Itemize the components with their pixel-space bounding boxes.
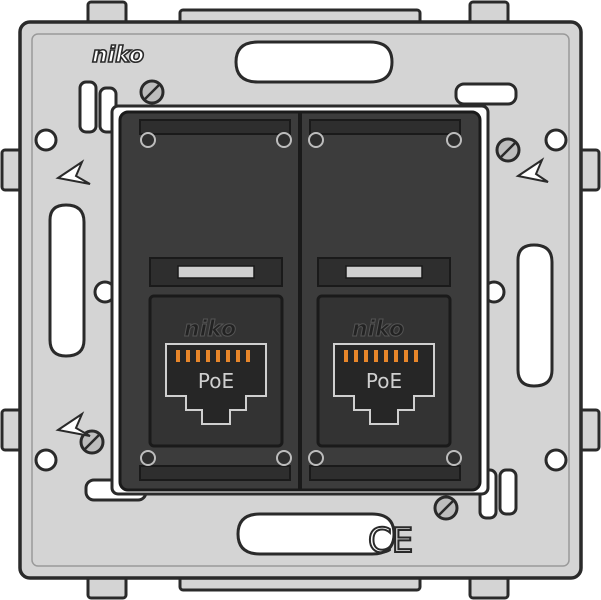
- rj45-contacts: [176, 350, 250, 362]
- screw-top-left: [139, 79, 165, 105]
- rj45-jack-opening: [333, 343, 435, 425]
- rj45-contacts: [344, 350, 418, 362]
- port-left: niko PoE: [148, 257, 284, 448]
- claw-spring: [498, 468, 518, 516]
- label-window: [345, 265, 423, 279]
- screw-bottom-right: [433, 495, 459, 521]
- ce-mark: CE: [368, 521, 413, 561]
- left-screw-slot: [48, 203, 86, 358]
- mounting-hole: [34, 128, 58, 152]
- screw-right: [495, 137, 521, 163]
- arrow-icon: [515, 157, 549, 183]
- frame-edge-line: [31, 33, 570, 567]
- mounting-hole: [544, 448, 568, 472]
- bottom-screw-slot: [236, 512, 396, 556]
- rj45-jack-opening: [165, 343, 267, 425]
- label-window: [177, 265, 255, 279]
- right-screw-slot: [516, 243, 554, 388]
- arrow-icon: [55, 411, 91, 437]
- port-right-poe-label: PoE: [366, 369, 402, 393]
- port-right-logo: niko: [352, 317, 404, 342]
- claw-spring: [78, 80, 98, 134]
- screw-left: [79, 429, 105, 455]
- top-screw-slot: [234, 40, 394, 84]
- claw-spring: [454, 82, 518, 106]
- port-left-logo: niko: [184, 317, 236, 342]
- port-left-poe-label: PoE: [198, 369, 234, 393]
- mounting-hole: [544, 128, 568, 152]
- arrow-icon: [55, 159, 91, 185]
- port-right: niko PoE: [316, 257, 452, 448]
- mounting-hole: [34, 448, 58, 472]
- frame-brand-logo: niko: [92, 43, 144, 68]
